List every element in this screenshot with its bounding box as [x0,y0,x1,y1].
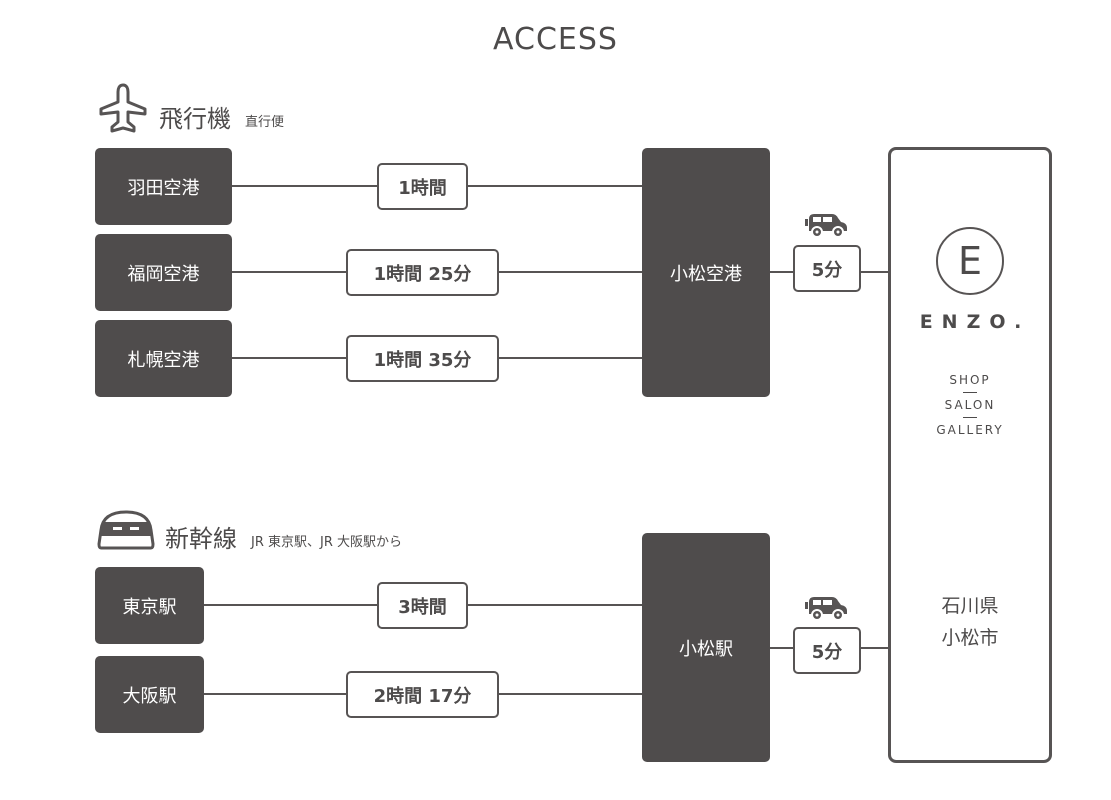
duration-badge: 1時間 35分 [346,335,499,382]
city: 小松市 [941,627,999,649]
origin-osaka-station: 大阪駅 [95,656,204,733]
services-list: SHOP SALON GALLERY [890,374,1050,437]
origin-tokyo-station: 東京駅 [95,567,204,644]
duration-badge: 1時間 [377,163,468,210]
rail-section-header: 新幹線 JR 東京駅、JR 大阪駅から [97,508,402,554]
prefecture: 石川県 [941,595,999,617]
service-salon: SALON [944,398,996,412]
divider [963,417,977,418]
enzo-logo-icon: E [936,227,1004,295]
airplane-icon [99,83,147,133]
origin-fukuoka: 福岡空港 [95,234,232,311]
location: 石川県 小松市 [890,590,1050,654]
air-section-header: 飛行機 直行便 [97,82,284,134]
car-icon [805,597,847,621]
origin-haneda: 羽田空港 [95,148,232,225]
rail-section-subtitle: JR 東京駅、JR 大阪駅から [251,535,402,550]
transfer-duration-badge: 5分 [793,245,861,292]
hub-komatsu-airport: 小松空港 [642,148,770,397]
car-icon [805,214,847,238]
divider [963,392,977,393]
air-section-title: 飛行機 [159,105,231,133]
duration-badge: 3時間 [377,582,468,629]
duration-badge: 2時間 17分 [346,671,499,718]
rail-section-title: 新幹線 [165,525,237,553]
service-gallery: GALLERY [936,423,1004,437]
duration-badge: 1時間 25分 [346,249,499,296]
service-shop: SHOP [949,373,991,387]
origin-sapporo: 札幌空港 [95,320,232,397]
bullet-train-icon [97,510,155,550]
page-title: ACCESS [493,22,618,57]
hub-komatsu-station: 小松駅 [642,533,770,762]
air-section-subtitle: 直行便 [245,115,285,130]
transfer-duration-badge: 5分 [793,627,861,674]
brand-name: ENZO. [919,311,1031,333]
